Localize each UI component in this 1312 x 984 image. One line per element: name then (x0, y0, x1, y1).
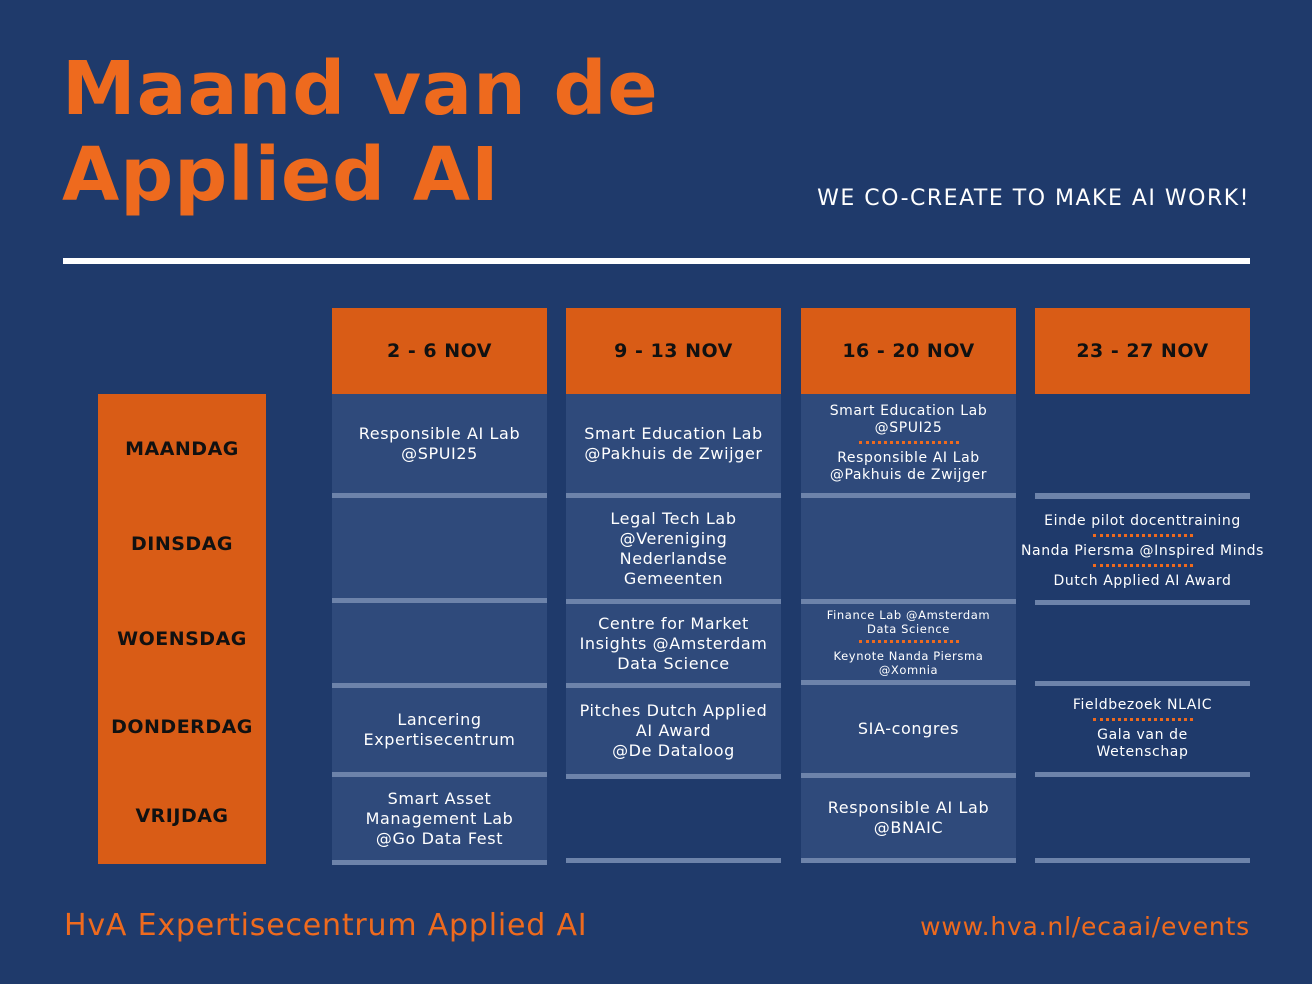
dotted-separator (1092, 564, 1193, 567)
cell-w3-dinsdag (801, 498, 1016, 604)
event-line: Pitches Dutch Applied (579, 701, 768, 720)
event-line: @SPUI25 (874, 420, 943, 436)
divider (63, 258, 1250, 264)
dotted-separator (858, 441, 959, 444)
week-header-3: 16 - 20 NOV (801, 308, 1016, 394)
event-line: @SPUI25 (401, 443, 478, 463)
event-line: @Pakhuis de Zwijger (584, 443, 763, 463)
event-line: Data Science (867, 621, 950, 636)
tagline: WE CO-CREATE TO MAKE AI WORK! (817, 186, 1250, 211)
cell-w2-maandag: Smart Education Lab @Pakhuis de Zwijger (566, 394, 781, 498)
event-line: Smart Education Lab (829, 403, 988, 419)
cell-w1-dinsdag (332, 498, 547, 603)
row-separator (1035, 600, 1250, 605)
dotted-separator (1092, 534, 1193, 537)
cell-w4-dinsdag: Einde pilot docenttraining Nanda Piersma… (1010, 498, 1275, 605)
cell-w4-donderdag: Fieldbezoek NLAIC Gala van de Wetenschap (1035, 686, 1250, 777)
event-line: Smart Education Lab (584, 423, 763, 443)
event-line: @Go Data Fest (375, 828, 504, 848)
row-separator (1035, 494, 1250, 499)
day-label-woensdag: WOENSDAG (117, 628, 247, 650)
cell-w1-maandag: Responsible AI Lab @SPUI25 (332, 394, 547, 498)
page-title: Maand van de Applied AI (62, 46, 762, 218)
event-line: Responsible AI Lab (358, 423, 521, 443)
cell-w2-dinsdag: Legal Tech Lab @Vereniging Nederlandse G… (566, 498, 781, 604)
week-header-1: 2 - 6 NOV (332, 308, 547, 394)
event-line: Lancering (397, 710, 482, 729)
footer-organization: HvA Expertisecentrum Applied AI (64, 908, 588, 943)
week-header-2: 9 - 13 NOV (566, 308, 781, 394)
day-label-donderdag: DONDERDAG (111, 716, 253, 738)
cell-w3-vrijdag: Responsible AI Lab @BNAIC (801, 778, 1016, 863)
event-line: Wetenschap (1096, 744, 1189, 760)
event-line: Nanda Piersma @Inspired Minds (1020, 543, 1265, 559)
event-line: Dutch Applied AI Award (1053, 573, 1232, 589)
event-line: Responsible AI Lab (837, 450, 980, 466)
cell-w4-vrijdag (1035, 777, 1250, 863)
event-line: Finance Lab @Amsterdam (826, 607, 991, 622)
cell-w1-vrijdag: Smart Asset Management Lab @Go Data Fest (332, 777, 547, 865)
cell-w4-woensdag (1035, 605, 1250, 686)
event-line: Responsible AI Lab (827, 798, 990, 817)
event-line: Management Lab (365, 808, 514, 828)
cell-w2-donderdag: Pitches Dutch Applied AI Award @De Datal… (566, 688, 781, 779)
title-line-2: Applied AI (62, 132, 500, 218)
cell-w2-woensdag: Centre for Market Insights @Amsterdam Da… (566, 604, 781, 688)
cell-w1-donderdag: Lancering Expertisecentrum (332, 688, 547, 777)
event-line: Gala van de (1097, 727, 1188, 743)
title-line-1: Maand van de (62, 46, 659, 132)
day-column: MAANDAG DINSDAG WOENSDAG DONDERDAG VRIJD… (98, 394, 266, 864)
event-line: @Xomnia (878, 662, 939, 677)
cell-w3-donderdag: SIA-congres (801, 685, 1016, 778)
event-line: @Pakhuis de Zwijger (829, 467, 988, 483)
dotted-separator (1092, 718, 1193, 721)
cell-w3-woensdag: Finance Lab @Amsterdam Data Science Keyn… (801, 604, 1016, 685)
event-line: Centre for Market (598, 613, 749, 633)
event-line: AI Award (635, 721, 712, 740)
event-line: @Vereniging Nederlandse (619, 528, 728, 568)
event-line: Legal Tech Lab (610, 508, 737, 528)
event-line: Expertisecentrum (363, 730, 516, 749)
cell-w4-maandag (1035, 394, 1250, 498)
event-line: Data Science (617, 653, 730, 673)
cell-w1-woensdag (332, 603, 547, 688)
event-line: @BNAIC (873, 818, 944, 837)
event-line: Fieldbezoek NLAIC (1072, 697, 1213, 713)
cell-w3-maandag: Smart Education Lab @SPUI25 Responsible … (801, 394, 1016, 498)
day-label-vrijdag: VRIJDAG (135, 805, 229, 827)
day-label-maandag: MAANDAG (125, 438, 239, 460)
event-line: Keynote Nanda Piersma (833, 648, 984, 663)
event-line: Einde pilot docenttraining (1044, 513, 1241, 529)
event-line: @De Dataloog (612, 741, 735, 760)
event-line: Insights @Amsterdam (579, 633, 768, 653)
day-label-dinsdag: DINSDAG (131, 533, 233, 555)
cell-w2-vrijdag (566, 779, 781, 863)
week-header-4: 23 - 27 NOV (1035, 308, 1250, 394)
footer-url[interactable]: www.hva.nl/ecaai/events (920, 912, 1250, 941)
event-line: Gemeenten (623, 568, 724, 588)
event-line: Smart Asset (387, 788, 492, 808)
event-line: SIA-congres (857, 719, 960, 738)
dotted-separator (858, 639, 959, 643)
